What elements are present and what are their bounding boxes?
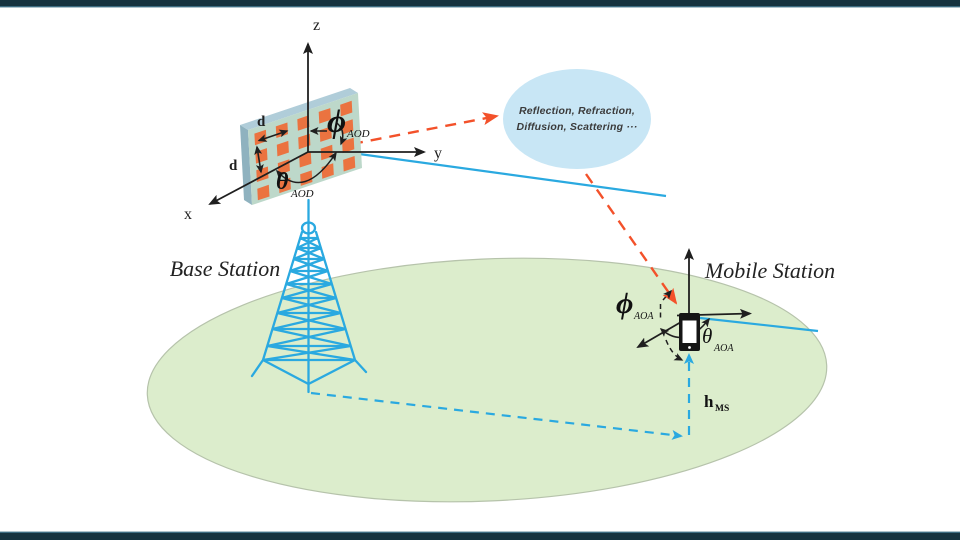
los-at-ms: [699, 316, 819, 333]
antenna-patch: [341, 119, 354, 135]
y-axis-label: y: [434, 145, 442, 162]
x-axis-label: x: [184, 206, 192, 223]
base-station-label: Base Station: [170, 256, 281, 281]
spacing-arrow-horizontal: [257, 129, 289, 142]
scatter-cloud-text-line1: Reflection, Refraction,: [519, 105, 635, 117]
bottom-border-accent: [0, 531, 960, 533]
spacing-label-horizontal: d: [257, 114, 266, 130]
z-axis-label: z: [313, 17, 320, 34]
scatter-cloud-text-line2: Diffusion, Scattering ···: [517, 121, 638, 133]
top-border-accent: [0, 6, 960, 8]
tower-dome: [300, 221, 317, 235]
aoa-elevation-label: ϕ AOA: [616, 287, 654, 322]
antenna-patch: [340, 100, 353, 117]
ground-ellipse: [146, 257, 828, 503]
scatter-cloud: [503, 69, 651, 169]
antenna-patch: [343, 156, 356, 172]
ground-dashed-path: [310, 353, 694, 440]
los-from-bs: [351, 151, 667, 198]
panel-side-face: [240, 125, 252, 205]
antenna-patch: [318, 108, 331, 124]
nlos-ray-path: [351, 112, 678, 305]
antenna-patch: [297, 115, 310, 131]
los-ray-path: [351, 151, 819, 333]
aoa-azimuth-label: θ AOA: [702, 324, 734, 354]
bottom-border: [0, 533, 960, 540]
aod-annotations: [275, 122, 348, 184]
tower-lattice: [250, 230, 368, 386]
base-station-tower: [250, 198, 368, 394]
ray-cloud-to-ms: [585, 173, 678, 305]
aoa-rotation-dashed-arc: [665, 339, 684, 361]
panel-top-face: [240, 88, 358, 130]
ms-height-label: h MS: [704, 392, 729, 414]
aod-elevation-label: ϕ AOD: [327, 104, 370, 140]
spacing-label-vertical: d: [229, 158, 238, 174]
aoa-elevation-dash-arrow: [662, 289, 672, 301]
aod-azimuth-label: θ AOD: [276, 169, 314, 200]
phone-home-button: [688, 346, 691, 349]
mobile-phone: [679, 313, 700, 351]
mobile-station-label: Mobile Station: [704, 258, 835, 283]
spacing-arrow-vertical: [254, 145, 264, 174]
bs-to-ms-ground-line: [310, 391, 683, 440]
antenna-patch: [257, 184, 270, 201]
phone-screen: [682, 320, 697, 343]
antenna-patch: [278, 177, 291, 194]
top-border: [0, 0, 960, 6]
aod-azimuth-arc: [275, 151, 337, 184]
spacing-arrows: [254, 129, 289, 174]
aod-elevation-hook: [336, 122, 348, 146]
ray-bs-to-cloud: [351, 112, 499, 146]
